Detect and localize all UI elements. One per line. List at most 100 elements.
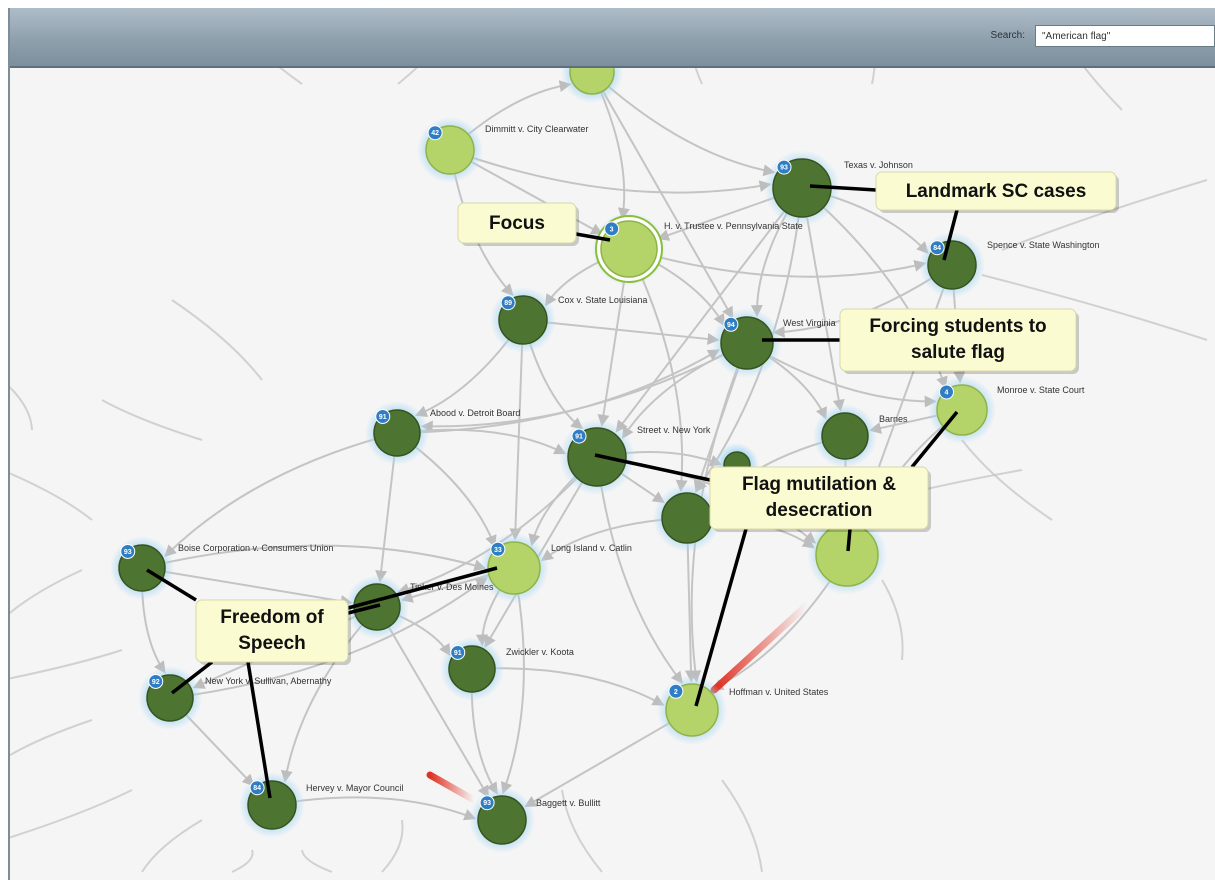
node-badge-text: 84	[253, 785, 261, 792]
edge-stub	[10, 789, 133, 839]
edge-stub	[881, 579, 904, 661]
node-label: Long Island v. Catlin	[551, 543, 632, 553]
node-badge	[500, 295, 516, 311]
case-node-cox[interactable]: 89 Cox v. State Louisiana	[490, 287, 647, 353]
node-badge-text: 42	[431, 130, 439, 137]
edge-stub	[961, 439, 1053, 521]
node-circle	[821, 412, 869, 460]
case-node-dimmitt[interactable]: 42 Dimmitt v. City Clearwater	[417, 117, 588, 183]
case-node-smith[interactable]	[653, 484, 721, 552]
citation-edge	[449, 149, 772, 194]
callout-leader	[910, 410, 959, 469]
callout-leader	[170, 660, 214, 695]
node-label: New York v. Sullivan, Abernathy	[205, 676, 332, 686]
node-label: Cox v. State Louisiana	[558, 295, 647, 305]
case-node-abood[interactable]: 91 Abood v. Detroit Board	[365, 401, 520, 465]
node-badge	[723, 316, 739, 332]
node-badge	[571, 428, 587, 444]
node-label: Hervey v. Mayor Council	[306, 783, 403, 793]
citation-edge	[141, 544, 487, 572]
node-badge-text: 91	[379, 414, 387, 421]
callout-leader	[347, 603, 381, 615]
node-label: Spence v. State Washington	[987, 240, 1100, 250]
case-node-barnes[interactable]: Barnes	[813, 404, 908, 468]
callout-leader	[809, 184, 877, 192]
citation-edge	[628, 248, 927, 278]
highlighted-edge	[426, 771, 478, 804]
callout-text: desecration	[766, 500, 873, 521]
edge-stub	[10, 472, 93, 521]
edge-stub	[10, 649, 123, 680]
callout-text: Flag mutilation &	[742, 474, 896, 495]
callout-box	[195, 599, 349, 663]
node-label: H. v. Trustee v. Pennsylvania State	[664, 221, 803, 231]
callout-box	[839, 308, 1077, 372]
node-label: Boise Corporation v. Consumers Union	[178, 543, 333, 553]
node-label: Abood v. Detroit Board	[430, 408, 520, 418]
node-badge	[120, 543, 136, 559]
edge-stub	[10, 386, 33, 431]
callout-box	[457, 202, 577, 244]
node-badge	[776, 159, 792, 175]
callout-box	[875, 171, 1117, 211]
node-badge-text: 84	[933, 245, 941, 252]
node-label: West Virginia	[783, 318, 836, 328]
callout-box	[709, 466, 929, 530]
edge-stub	[10, 719, 93, 757]
node-label: Dimmitt v. City Clearwater	[485, 124, 588, 134]
edge-stub	[101, 399, 203, 441]
edge-stub	[231, 849, 254, 873]
node-badge-text: 92	[152, 679, 160, 686]
search-label: Search:	[990, 30, 1025, 41]
callout-landmark: Landmark SC cases	[809, 171, 1119, 261]
node-badge	[375, 408, 391, 424]
node-badge-text: 3	[610, 226, 614, 233]
node-badge	[604, 221, 620, 237]
citation-edge	[396, 349, 721, 434]
callout-text: Landmark SC cases	[906, 181, 1087, 202]
node-badge-text: 91	[454, 650, 462, 657]
node-badge-text: 33	[494, 547, 502, 554]
callout-leader	[575, 232, 611, 242]
edge-stub	[171, 299, 263, 381]
callout-leader	[146, 568, 197, 602]
node-label: Monroe v. State Court	[997, 385, 1085, 395]
edge-stub	[1001, 179, 1208, 251]
node-label: Texas v. Johnson	[844, 160, 913, 170]
case-node-hv[interactable]: 3 H. v. Trustee v. Pennsylvania State	[592, 212, 803, 286]
callout-leader	[694, 528, 748, 707]
search-input[interactable]	[1035, 25, 1215, 47]
case-node-texas[interactable]: 93 Texas v. Johnson	[764, 150, 913, 226]
callout-text: Speech	[238, 633, 306, 654]
case-node-longisland[interactable]: 33 Long Island v. Catlin	[479, 533, 632, 603]
case-node-monroe[interactable]: 4 Monroe v. State Court	[928, 376, 1085, 444]
node-badge-text: 93	[780, 165, 788, 172]
node-badge	[427, 125, 443, 141]
node-badge-text: 91	[575, 434, 583, 441]
citation-edge	[591, 71, 734, 320]
node-badge-text: 89	[504, 300, 512, 307]
node-badge-text: 93	[483, 800, 491, 807]
node-badge	[929, 240, 945, 256]
node-badge-text: 4	[945, 390, 949, 397]
citation-edge	[615, 187, 803, 433]
toolbar: Search:	[10, 8, 1215, 68]
case-node-baggett[interactable]: 93 Baggett v. Bullitt	[469, 787, 601, 853]
case-node-spence[interactable]: 84 Spence v. State Washington	[919, 232, 1100, 298]
callout-leader	[594, 453, 711, 482]
node-label: Baggett v. Bullitt	[536, 798, 601, 808]
callout-text: Forcing students to	[869, 316, 1046, 337]
case-node-hervey[interactable]: 84 Hervey v. Mayor Council	[239, 772, 403, 838]
node-badge-text: 2	[674, 689, 678, 696]
edge-stub	[301, 849, 333, 873]
citation-edge	[591, 71, 776, 177]
